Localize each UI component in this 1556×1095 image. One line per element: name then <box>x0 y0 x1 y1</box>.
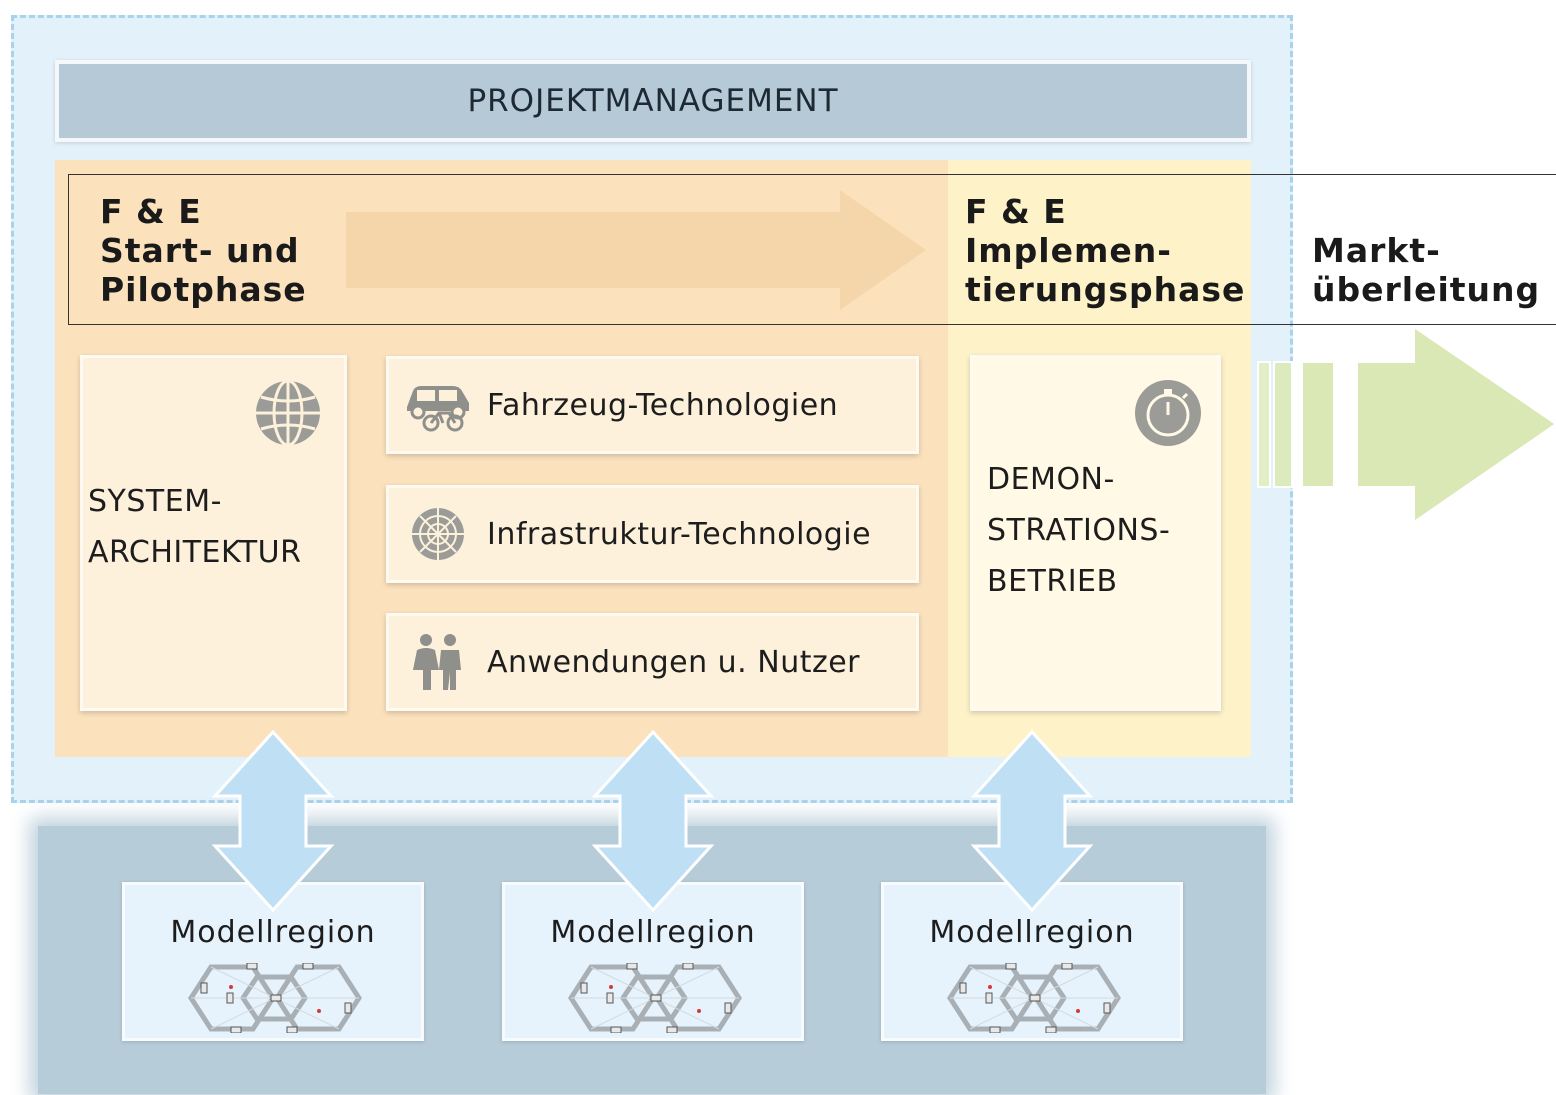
phase-implementation-title: F & E Implemen- tierungsphase <box>965 192 1246 309</box>
applications-users-label: Anwendungen u. Nutzer <box>487 644 861 680</box>
model-region-label: Modellregion <box>550 915 756 950</box>
vehicle-technology-card: Fahrzeug-Technologien <box>386 356 919 454</box>
project-management-bar: PROJEKTMANAGEMENT <box>55 60 1251 142</box>
applications-users-card: Anwendungen u. Nutzer <box>386 613 919 711</box>
system-architecture-card <box>80 355 347 711</box>
road-network-icon <box>188 963 362 1033</box>
globe-icon <box>256 379 320 447</box>
demonstration-card <box>970 355 1221 711</box>
vehicle-technology-label: Fahrzeug-Technologien <box>487 387 839 423</box>
phase-band <box>68 174 1556 325</box>
infrastructure-technology-label: Infrastruktur-Technologie <box>487 516 872 552</box>
web-icon <box>412 508 464 560</box>
double-arrow <box>211 729 335 913</box>
people-icon <box>413 634 461 690</box>
road-network-icon <box>568 963 742 1033</box>
car-bike-icon <box>407 386 469 432</box>
model-region-label: Modellregion <box>170 915 376 950</box>
model-region-label: Modellregion <box>929 915 1135 950</box>
road-network-icon <box>947 963 1121 1033</box>
market-arrow <box>1257 325 1556 524</box>
phase-progress-arrow <box>346 190 926 310</box>
double-arrow <box>591 729 715 913</box>
phase-market-title: Markt- überleitung <box>1312 231 1541 309</box>
double-arrow <box>970 729 1094 913</box>
stopwatch-icon <box>1135 380 1201 446</box>
project-management-label: PROJEKTMANAGEMENT <box>467 83 839 119</box>
infrastructure-technology-card: Infrastruktur-Technologie <box>386 485 919 583</box>
demonstration-label: DEMON- STRATIONS- BETRIEB <box>987 462 1171 599</box>
phase-pilot-title: F & E Start- und Pilotphase <box>100 192 307 309</box>
system-architecture-label: SYSTEM- ARCHITEKTUR <box>88 484 302 570</box>
